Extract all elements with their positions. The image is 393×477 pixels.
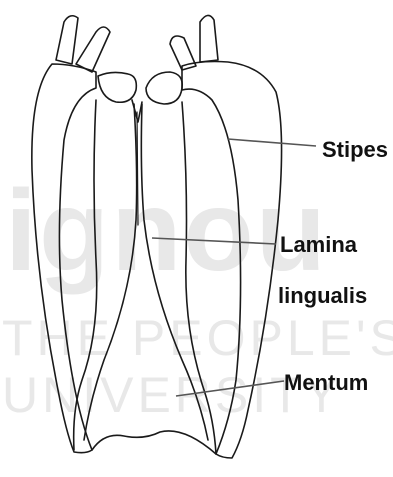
glossae <box>98 72 182 122</box>
mentum-base <box>92 431 216 454</box>
label-stipes: Stipes <box>322 137 388 162</box>
stipes-leader <box>228 139 316 146</box>
left-palp <box>56 16 110 72</box>
label-mentum: Mentum <box>284 370 368 395</box>
watermark-line2: THE PEOPLE'S <box>2 310 393 366</box>
label-lamina-line2: lingualis <box>278 283 367 308</box>
label-lamina-line1: Lamina <box>280 232 358 257</box>
watermark-logo: ignou <box>5 167 328 295</box>
